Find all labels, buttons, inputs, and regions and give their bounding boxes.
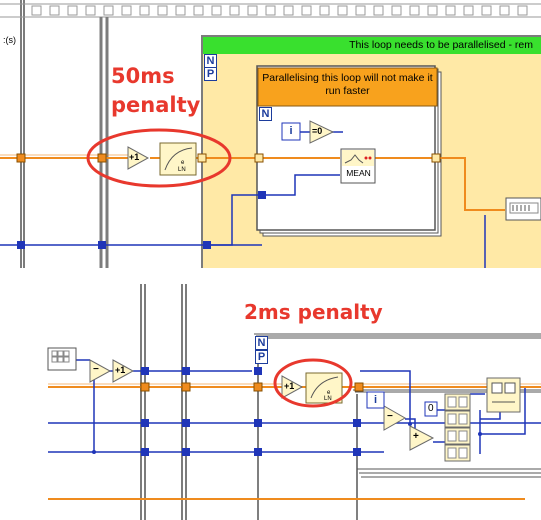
inner-loop-count-terminal[interactable]: N [259, 107, 272, 121]
penalty-annotation-top: 50ms penalty [111, 62, 200, 120]
zero-constant-label: 0 [428, 403, 434, 414]
iteration-terminal[interactable]: i [289, 125, 293, 137]
loop-count-terminal[interactable]: N [255, 336, 268, 350]
outer-loop-parallel-terminal[interactable]: P [204, 67, 217, 81]
add-node-label: + [413, 431, 419, 442]
increment-node-label-b: +1 [284, 381, 295, 391]
ln-e-label: e [181, 160, 185, 166]
subtract-node-label: − [387, 411, 393, 422]
top-diagram-canvas [0, 0, 541, 268]
ln-e-label-bottom: e [327, 390, 331, 396]
top-block-diagram: :(s) This loop needs to be parallelised … [0, 0, 541, 268]
parallel-loop-banner: This loop needs to be parallelised - rem [203, 37, 541, 54]
ln-node-label-bottom: LN [324, 396, 332, 402]
iteration-terminal-bottom[interactable]: i [373, 394, 378, 406]
mean-node-label: MEAN [346, 168, 371, 178]
penalty-line-2: penalty [111, 93, 201, 117]
bottom-diagram-canvas [47, 284, 541, 520]
increment-node-label: +1 [129, 152, 140, 162]
banner-text: This loop needs to be parallelised - rem [349, 39, 533, 51]
loop-parallel-terminal[interactable]: P [255, 350, 268, 364]
increment-node-label-a: +1 [115, 365, 126, 375]
ln-node-label: LN [178, 167, 186, 173]
parallelism-warning-text: Parallelising this loop will not make it… [262, 72, 433, 97]
equals-zero-node-label: =0 [312, 126, 323, 136]
bottom-block-diagram: 2ms penalty N P i − +1 +1 − + 0 e LN [0, 284, 541, 520]
penalty-annotation-bottom: 2ms penalty [244, 300, 383, 324]
minus-node-label: − [93, 364, 99, 375]
outer-loop-count-terminal[interactable]: N [204, 54, 217, 68]
corner-label: :(s) [3, 35, 16, 45]
penalty-line-1: 50ms [111, 64, 175, 88]
